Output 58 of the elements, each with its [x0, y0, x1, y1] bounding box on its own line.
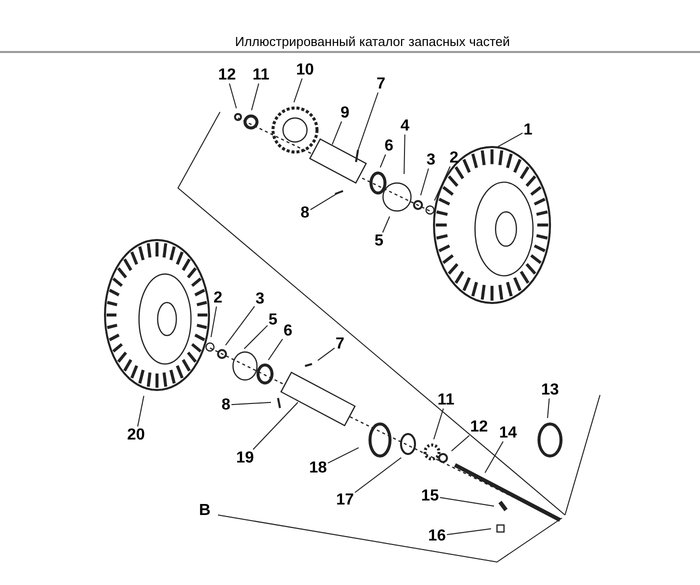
- group-letter: B: [199, 502, 211, 520]
- leader-line: [354, 457, 402, 494]
- callout-number: 15: [420, 488, 440, 504]
- leader-line: [547, 398, 550, 419]
- callout-number: 2: [448, 150, 460, 166]
- callout-number: 16: [427, 528, 447, 544]
- leader-line: [496, 132, 524, 148]
- callout-number: 1: [522, 122, 534, 138]
- leader-line: [230, 402, 272, 406]
- leader-line: [251, 83, 260, 111]
- leader-line: [228, 83, 237, 109]
- callout-number: 3: [254, 290, 266, 308]
- leader-line: [293, 78, 303, 103]
- callout-number: 10: [295, 62, 315, 78]
- leader-line: [404, 134, 406, 174]
- leader-line: [433, 408, 444, 440]
- callout-number: 7: [376, 76, 386, 92]
- callout-number: 11: [436, 392, 456, 408]
- callout-number: 6: [282, 322, 294, 340]
- leader-line: [310, 192, 338, 210]
- leader-line: [451, 435, 470, 452]
- callout-number: 8: [300, 204, 310, 222]
- callout-number: 14: [498, 424, 518, 442]
- leader-line: [434, 166, 451, 202]
- callout-number: 20: [126, 426, 146, 444]
- leader-line: [382, 216, 390, 233]
- leader-line: [439, 497, 495, 507]
- leader-line: [137, 395, 144, 427]
- leader-line: [357, 92, 379, 151]
- leader-line: [332, 121, 342, 145]
- leader-line: [446, 528, 492, 536]
- callout-number: 5: [268, 312, 278, 328]
- leader-line: [380, 154, 386, 168]
- leader-line: [268, 338, 284, 361]
- callout-number: 12: [217, 66, 237, 84]
- callout-number: 13: [540, 382, 560, 398]
- callout-number: 6: [384, 138, 394, 154]
- leader-line: [225, 306, 256, 346]
- callout-number: 3: [426, 152, 436, 168]
- leader-line: [252, 402, 298, 450]
- callout-number: 17: [335, 492, 355, 508]
- callout-number: 4: [400, 118, 410, 134]
- callout-number: 8: [220, 396, 232, 414]
- leader-line: [327, 447, 360, 464]
- callout-number: 12: [469, 418, 489, 436]
- leader-line: [317, 348, 336, 361]
- leader-line: [244, 324, 268, 350]
- catalog-title: Иллюстрированный каталог запасных частей: [235, 34, 510, 49]
- leader-line: [420, 168, 429, 196]
- callout-number: 9: [340, 104, 350, 122]
- leader-line: [210, 306, 217, 338]
- callout-number: 19: [235, 450, 255, 466]
- callout-number: 18: [308, 460, 328, 476]
- leader-line: [484, 441, 504, 474]
- callout-number: 2: [212, 290, 224, 306]
- callout-number: 5: [374, 232, 384, 250]
- callout-number: 7: [334, 336, 346, 352]
- callout-number: 11: [252, 66, 270, 84]
